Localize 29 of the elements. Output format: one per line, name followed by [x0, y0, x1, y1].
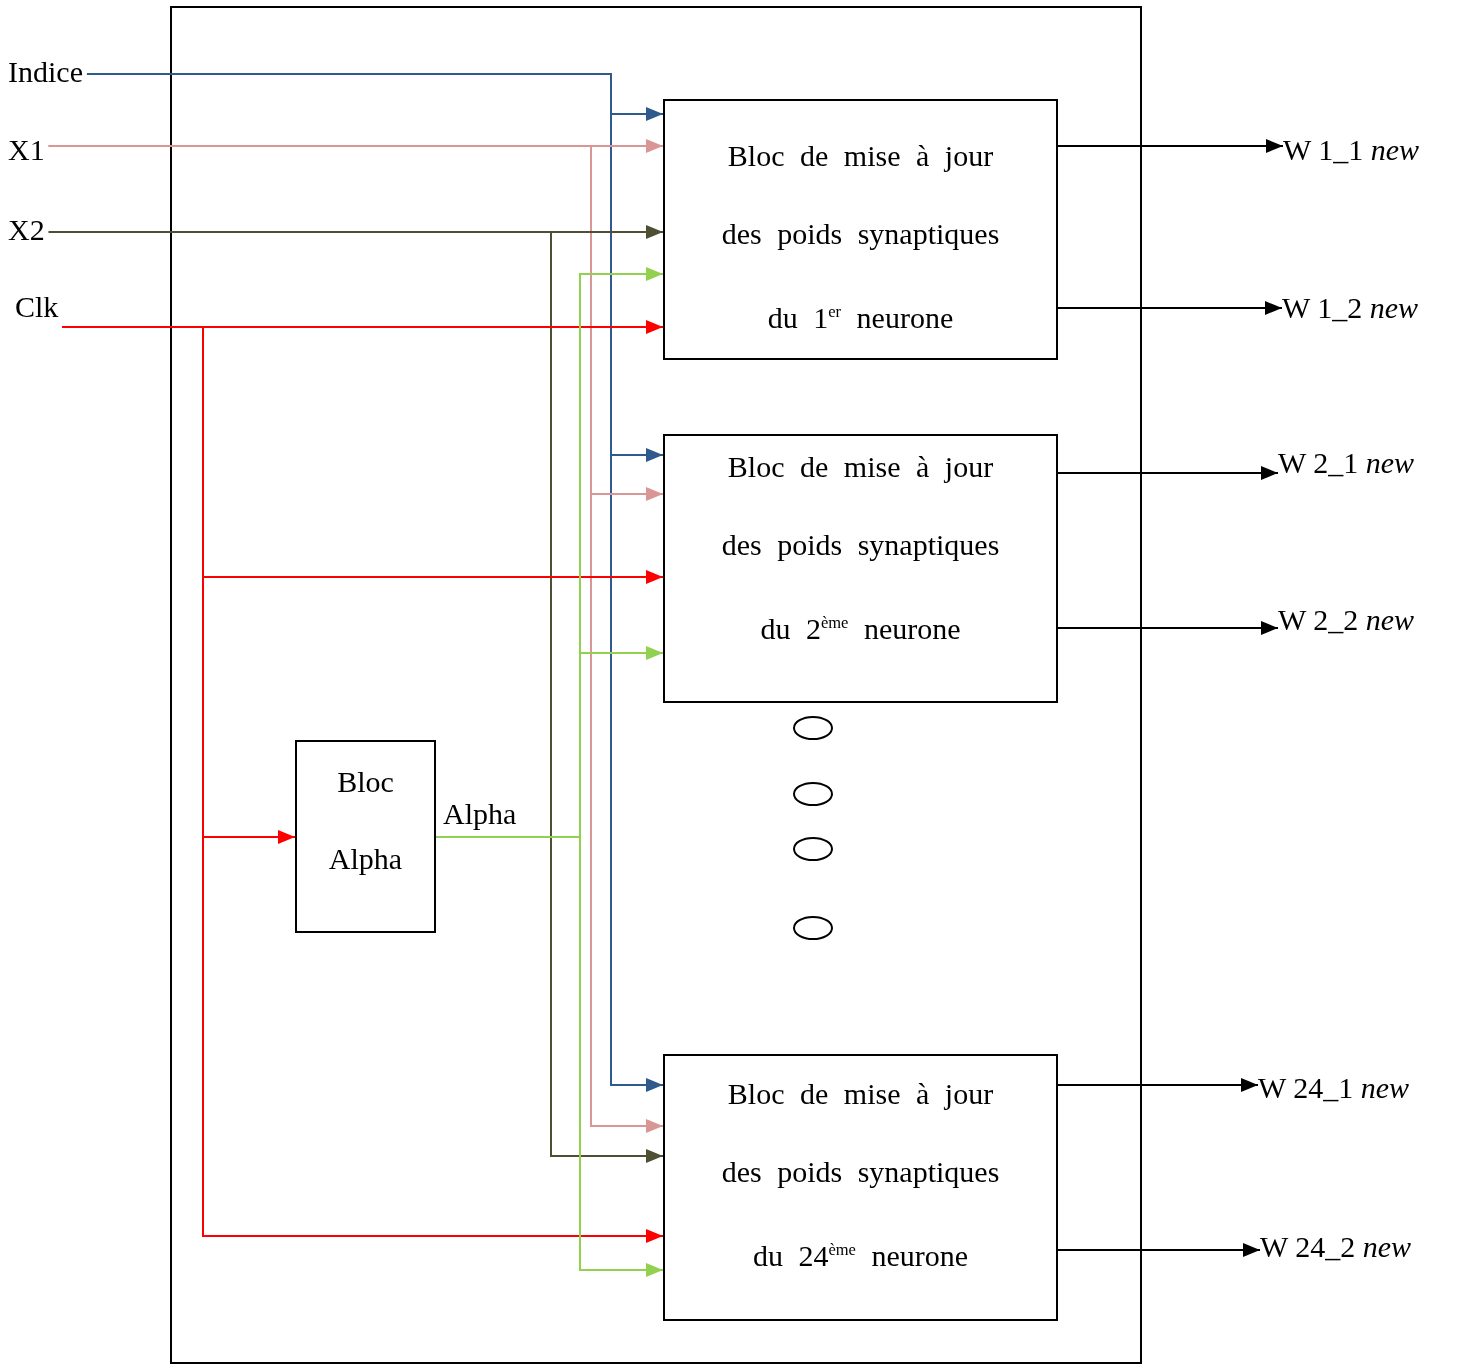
arrow	[1057, 139, 1284, 153]
signal-label: W 24_2 new	[1260, 1229, 1412, 1265]
process-box	[295, 740, 436, 933]
process-box	[663, 99, 1058, 360]
process-box	[663, 1054, 1058, 1321]
signal-label: Alpha	[443, 796, 517, 832]
signal-label: W 24_1 new	[1258, 1070, 1410, 1106]
process-box	[663, 434, 1058, 703]
signal-label: W 1_1 new	[1283, 132, 1420, 168]
arrow	[1057, 466, 1279, 480]
block-title: Bloc de mise à jour des poids synaptiques du 2$^{ème}$ neurone	[720, 449, 1001, 647]
signal-label: W 2_1 new	[1278, 445, 1415, 481]
signal-label: X1	[8, 132, 45, 168]
signal-label: W 1_2 new	[1282, 290, 1419, 326]
signal-label: Clk	[15, 289, 59, 325]
signal-label: Indice	[8, 54, 83, 90]
block-title: Bloc Alpha	[327, 764, 404, 877]
arrow	[435, 836, 664, 1277]
arrow	[1057, 1243, 1261, 1257]
arrow	[85, 73, 664, 1092]
block-title: Bloc de mise à jour des poids synaptiques du 1$^{er}$ neurone	[720, 138, 1001, 336]
arrow	[1057, 1078, 1259, 1092]
system-frame	[170, 6, 1142, 1364]
signal-label: X2	[8, 212, 45, 248]
arrow	[1057, 301, 1283, 315]
block-title: Bloc de mise à jour des poids synaptiques du 24$^{ème}$ neurone	[720, 1076, 1001, 1274]
arrow	[61, 326, 296, 844]
signal-label: W 2_2 new	[1278, 602, 1415, 638]
arrow	[1057, 621, 1279, 635]
